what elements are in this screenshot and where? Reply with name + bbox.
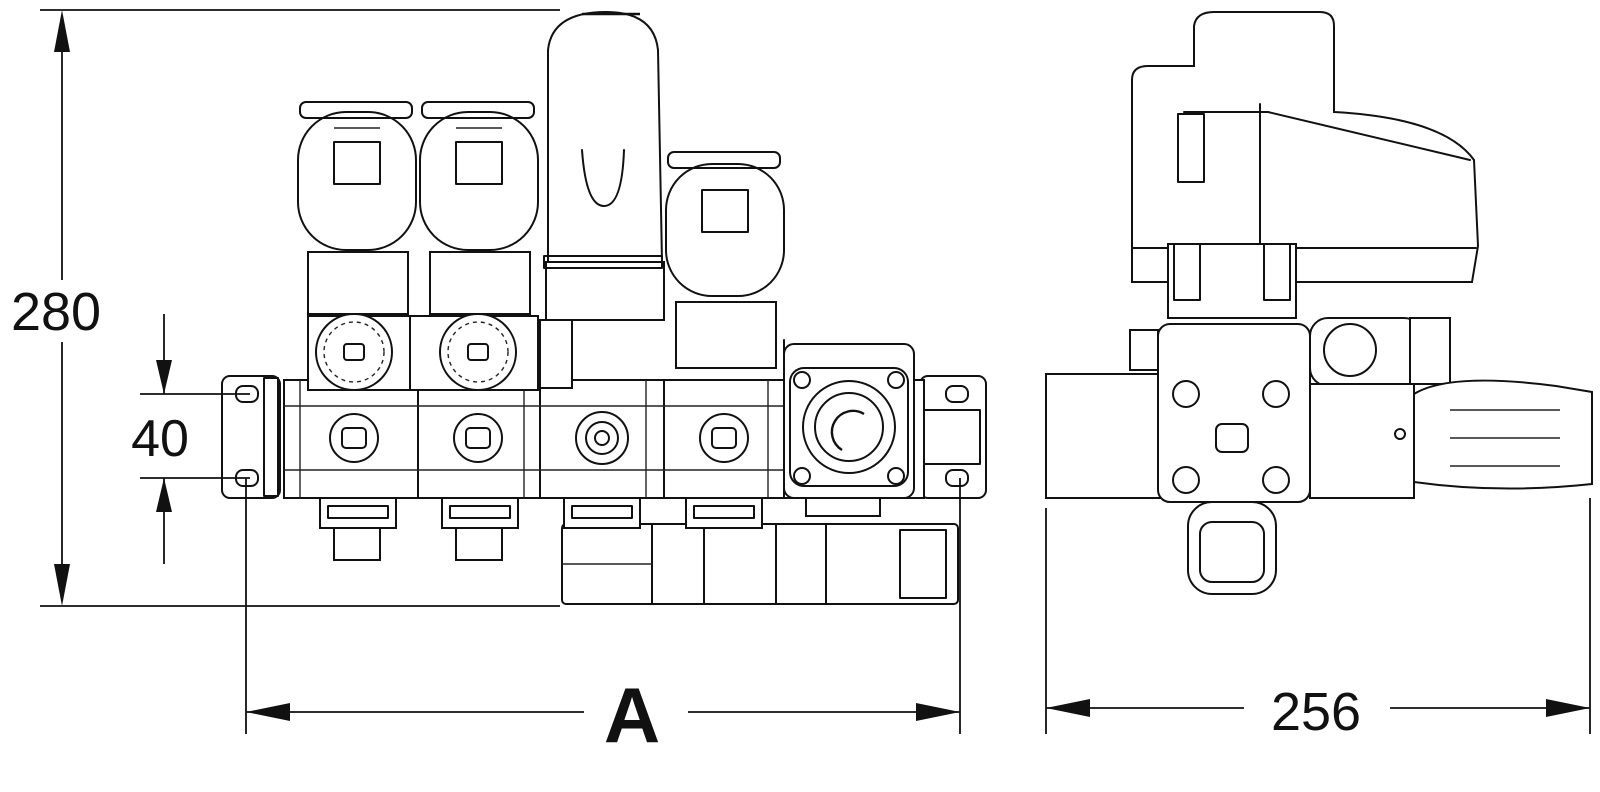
outlet-pipe (561, 523, 959, 605)
solenoid-valve-1 (297, 101, 417, 315)
solenoid-valve-3 (665, 151, 785, 369)
bottom-connectors (319, 497, 881, 561)
inlet-pipe (1045, 373, 1179, 499)
arag-logo-icon (329, 413, 749, 463)
depth-label: 256 (1271, 682, 1361, 742)
pressure-port (575, 411, 629, 465)
dimension-length (245, 478, 961, 734)
mount-spacing-label: 40 (131, 410, 189, 468)
pressure-gauge-icon (783, 343, 915, 499)
side-outlet (1309, 317, 1593, 499)
motor-housing (1131, 11, 1480, 283)
dimension-height (6, 9, 560, 607)
length-label: A (604, 671, 660, 759)
side-view (1045, 11, 1593, 595)
valve-body-side (1129, 323, 1311, 503)
solenoid-valve-2 (419, 101, 539, 315)
valve-block (1167, 243, 1297, 319)
calibration-dial-icon (307, 313, 573, 391)
mounting-bracket-right (919, 375, 987, 499)
mounting-bracket-left (221, 375, 281, 499)
lower-elbow (1187, 501, 1277, 595)
dimension-mount-spacing (140, 314, 250, 564)
front-view (221, 10, 987, 605)
height-label: 280 (11, 282, 101, 342)
dimension-depth (1045, 498, 1591, 734)
motorized-valve-cover (543, 10, 665, 321)
